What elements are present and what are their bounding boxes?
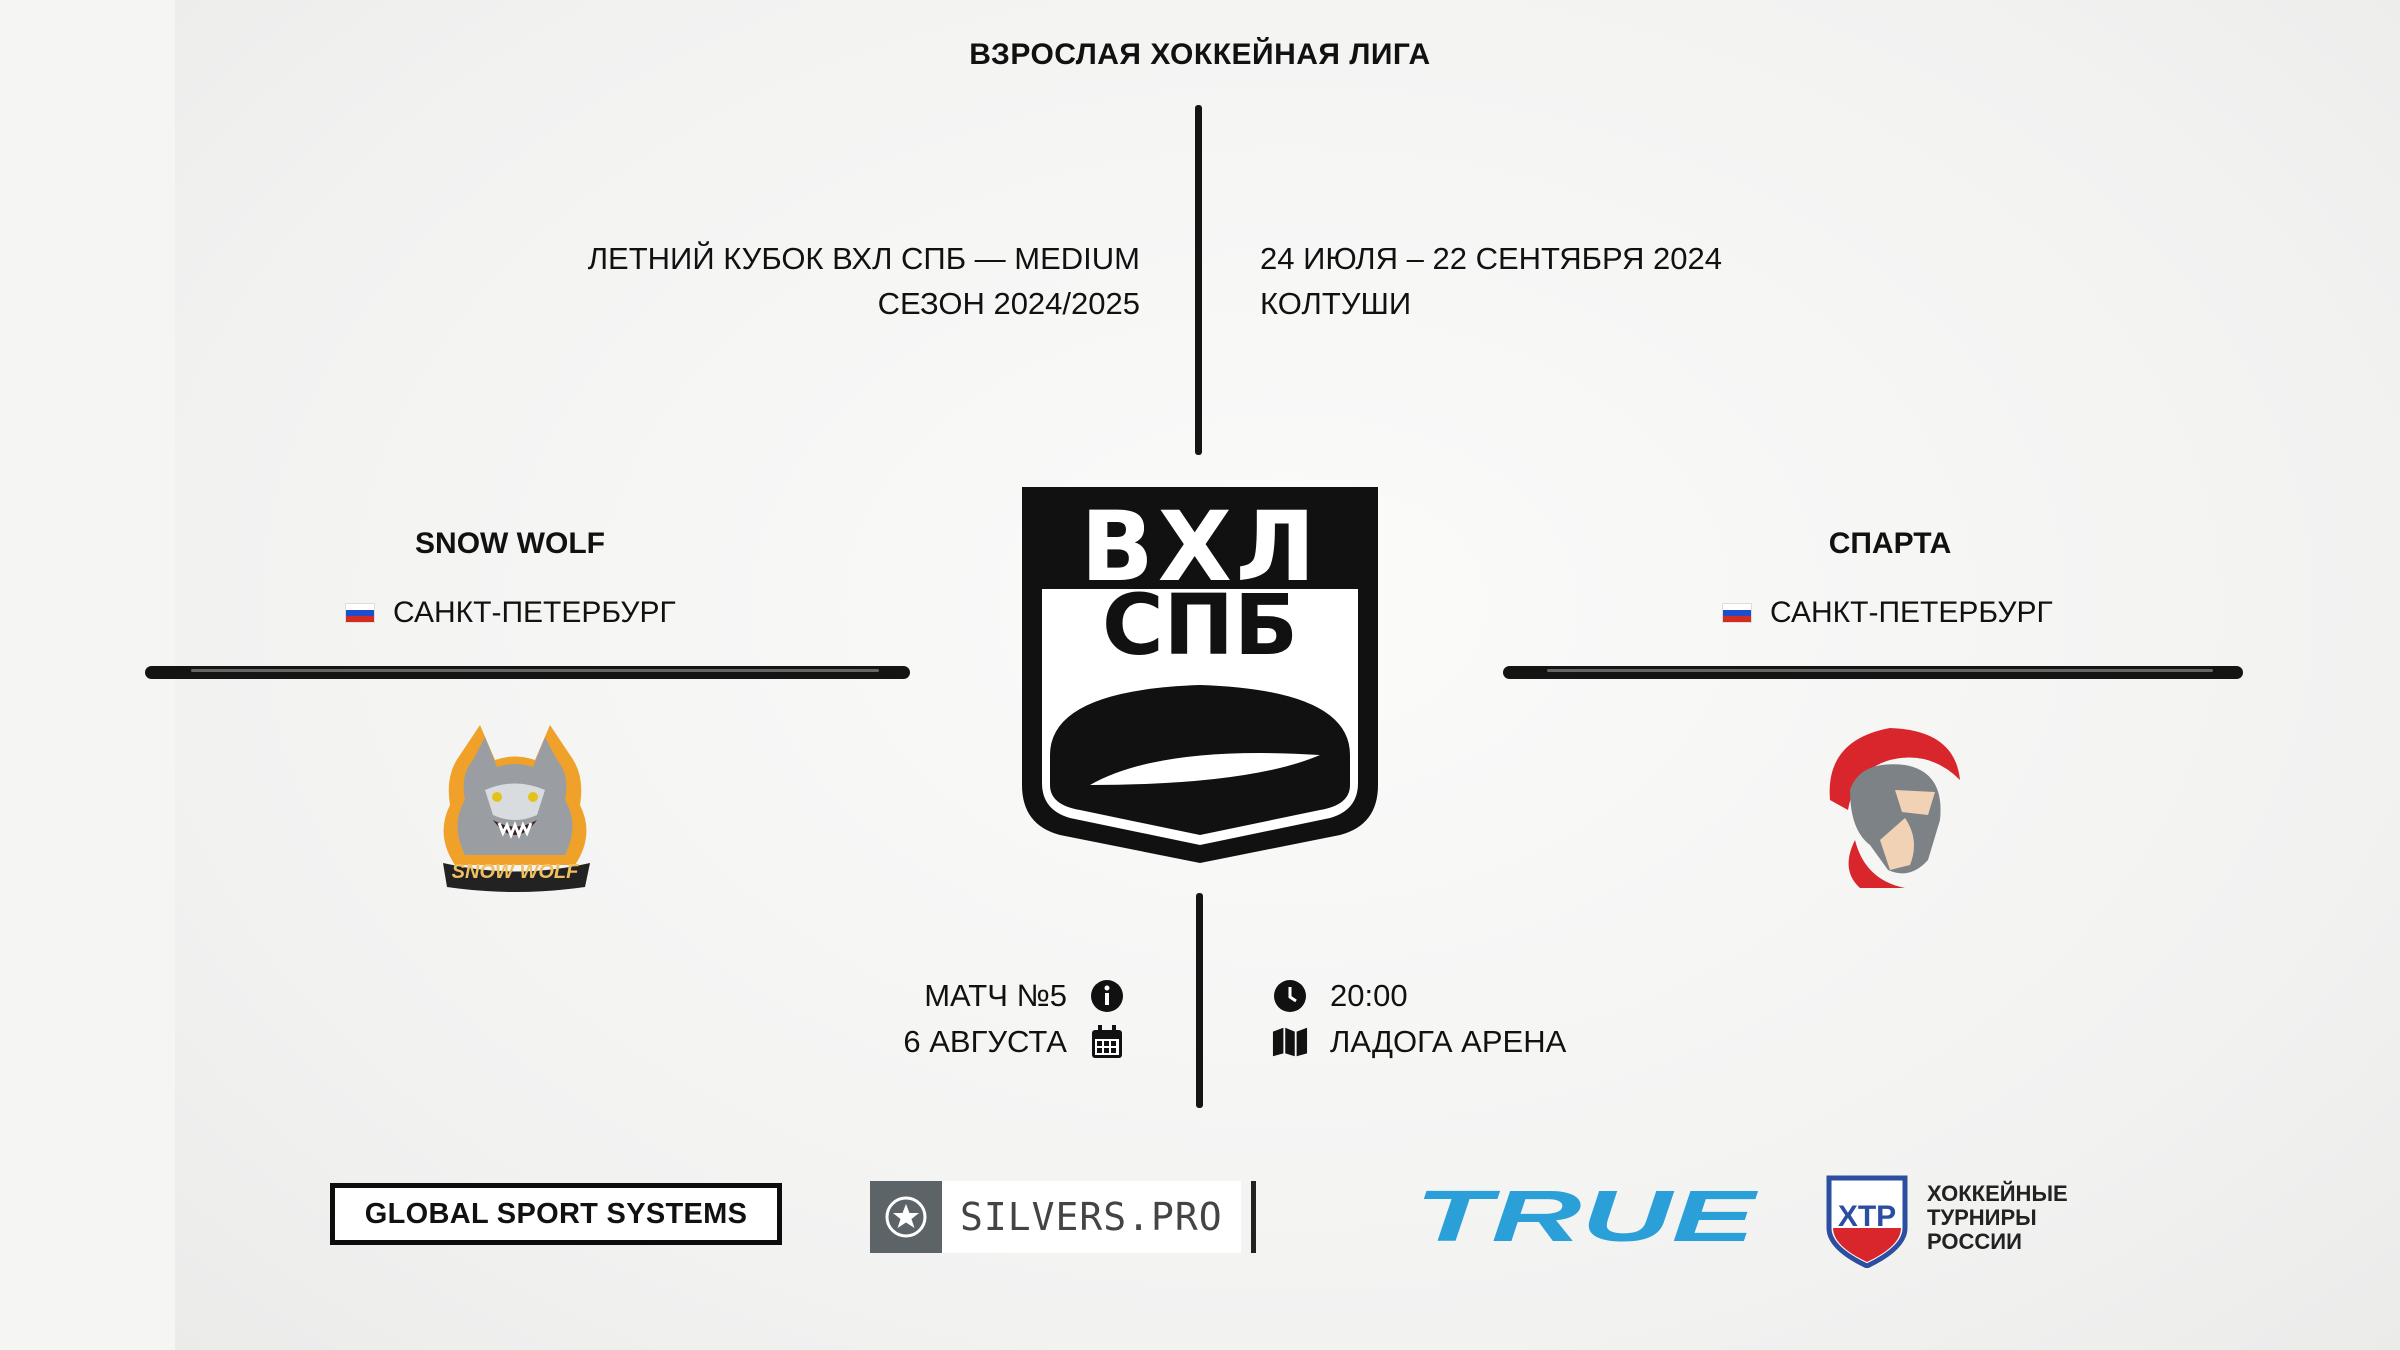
tournament-dates: 24 ИЮЛЯ – 22 СЕНТЯБРЯ 2024 xyxy=(1260,241,1722,276)
snow-wolf-logo-text: SNOW WOLF xyxy=(451,861,579,883)
htr-shield-icon: ХТР xyxy=(1826,1175,1908,1268)
true-logo: TRUE xyxy=(1415,1177,1758,1257)
info-icon xyxy=(1089,978,1125,1014)
clock-icon xyxy=(1272,978,1308,1014)
sparta-logo xyxy=(1810,720,1970,895)
away-team-city: САНКТ-ПЕТЕРБУРГ xyxy=(1770,596,2053,629)
htr-text: ХОККЕЙНЫЕ ТУРНИРЫ РОССИИ xyxy=(1927,1182,2068,1254)
league-title: ВЗРОСЛАЯ ХОККЕЙНАЯ ЛИГА xyxy=(969,38,1431,71)
tournament-season: СЕЗОН 2024/2025 xyxy=(877,286,1140,321)
snow-wolf-logo: SNOW WOLF xyxy=(425,715,605,895)
star-badge-icon xyxy=(870,1181,942,1253)
tournament-details: 24 ИЮЛЯ – 22 СЕНТЯБРЯ 2024 КОЛТУШИ xyxy=(1260,236,1722,326)
htr-shield-text: ХТР xyxy=(1838,1200,1896,1233)
home-team-name: SNOW WOLF xyxy=(415,527,605,560)
divider-top xyxy=(1195,105,1202,455)
spartan-helmet-icon xyxy=(1829,728,1960,888)
home-underline xyxy=(145,666,910,679)
silvers-divider xyxy=(1250,1181,1256,1253)
map-icon xyxy=(1272,1024,1308,1060)
russia-flag-icon xyxy=(1722,603,1752,623)
tournament-name: ЛЕТНИЙ КУБОК ВХЛ СПБ — MEDIUM xyxy=(587,241,1140,276)
tournament-location: КОЛТУШИ xyxy=(1260,286,1412,321)
sponsor-gss: GLOBAL SPORT SYSTEMS xyxy=(330,1183,782,1245)
home-team-city-row: САНКТ-ПЕТЕРБУРГ xyxy=(345,596,676,630)
silvers-text: SILVERS.PRO xyxy=(942,1181,1241,1253)
htr-line-1: ХОККЕЙНЫЕ xyxy=(1927,1181,2068,1206)
logo-spb-band: СПБ xyxy=(1020,583,1380,667)
htr-line-2: ТУРНИРЫ xyxy=(1927,1205,2037,1230)
match-number: МАТЧ №5 xyxy=(924,978,1067,1013)
calendar-icon xyxy=(1089,1024,1125,1060)
away-team-name: СПАРТА xyxy=(1828,527,1952,560)
logo-text-spb: СПБ xyxy=(1042,583,1358,667)
away-underline xyxy=(1503,666,2243,679)
sponsor-silvers: SILVERS.PRO xyxy=(870,1181,1256,1253)
match-meta-left: МАТЧ №5 6 АВГУСТА xyxy=(903,973,1125,1065)
match-date: 6 АВГУСТА xyxy=(903,1024,1067,1059)
league-logo: ВХЛ СПБ xyxy=(1020,485,1380,865)
sponsor-htr: ХТР ХОККЕЙНЫЕ ТУРНИРЫ РОССИИ xyxy=(1825,1168,2068,1268)
home-team-city: САНКТ-ПЕТЕРБУРГ xyxy=(393,596,676,629)
away-team-city-row: САНКТ-ПЕТЕРБУРГ xyxy=(1722,596,2053,630)
russia-flag-icon xyxy=(345,603,375,623)
match-time: 20:00 xyxy=(1330,978,1408,1013)
tournament-info: ЛЕТНИЙ КУБОК ВХЛ СПБ — MEDIUM СЕЗОН 2024… xyxy=(588,236,1140,326)
wolf-icon xyxy=(443,725,590,892)
divider-bottom xyxy=(1196,893,1203,1108)
true-logo-text: TRUE xyxy=(1415,1183,1758,1251)
league-logo-shield xyxy=(1022,487,1378,863)
sponsor-true: TRUE xyxy=(1410,1177,1760,1257)
htr-line-3: РОССИИ xyxy=(1927,1229,2022,1254)
match-meta-right: 20:00 ЛАДОГА АРЕНА xyxy=(1272,973,1566,1065)
match-arena: ЛАДОГА АРЕНА xyxy=(1330,1024,1567,1059)
logo-text-vhl: ВХЛ xyxy=(1080,491,1320,603)
